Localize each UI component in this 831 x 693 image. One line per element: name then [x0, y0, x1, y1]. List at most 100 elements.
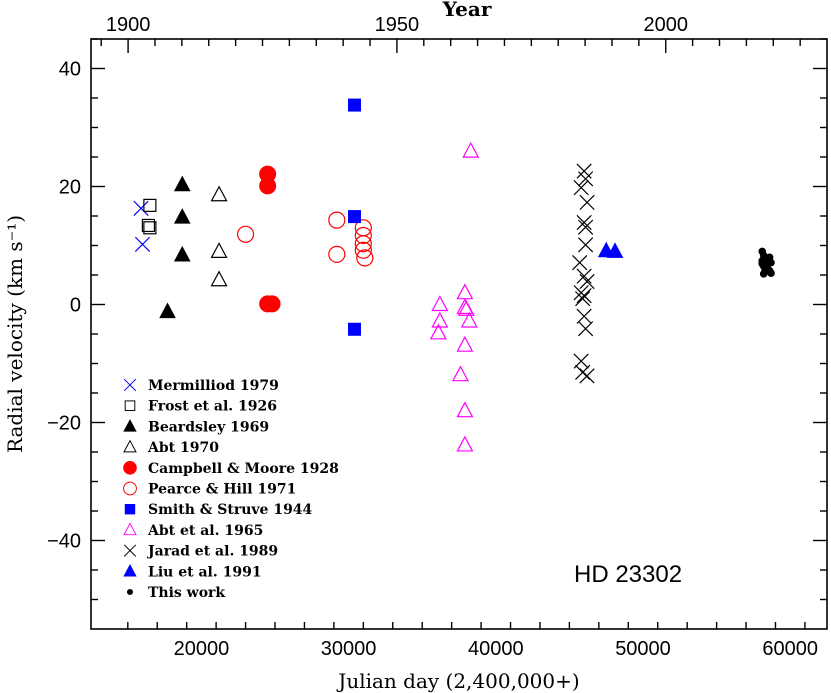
legend-label: Liu et al. 1991: [148, 564, 262, 580]
x-tick-label: 20000: [174, 638, 230, 660]
legend-marker: [123, 460, 137, 475]
data-point: [577, 219, 594, 235]
series-abt-1970: [210, 185, 228, 287]
top-tick-label: 2000: [643, 14, 688, 36]
legend-symbol: [123, 419, 137, 432]
legend-symbol: [123, 460, 137, 475]
y-tick-label: −40: [47, 531, 81, 553]
data-point: [328, 211, 346, 229]
legend-marker: [123, 419, 137, 432]
legend-label: Jarad et al. 1989: [146, 544, 278, 560]
data-point: [759, 270, 768, 278]
y-axis-title: Radial velocity (km s⁻¹): [3, 215, 27, 453]
data-point: [456, 401, 474, 418]
legend-symbol: [124, 504, 136, 515]
legend-symbol: [123, 544, 137, 557]
series-mermilliod-1979: [133, 200, 151, 252]
top-tick-label: 1950: [375, 14, 420, 36]
data-point: [210, 185, 228, 202]
data-point: [577, 237, 594, 253]
data-point: [133, 200, 149, 216]
data-point: [456, 435, 474, 452]
legend-marker: [123, 439, 137, 453]
data-point: [456, 335, 474, 352]
data-point: [210, 242, 228, 258]
x-tick-label: 30000: [321, 638, 377, 660]
legend-marker: [123, 522, 137, 536]
y-tick-label: −20: [47, 413, 81, 435]
legend-symbol: [123, 522, 137, 536]
legend-label: Beardsley 1969: [148, 419, 269, 435]
data-point: [236, 225, 255, 243]
axis-ticks: [91, 38, 827, 629]
data-point: [431, 295, 449, 312]
legend-symbol: [123, 378, 137, 392]
data-point: [579, 368, 595, 384]
legend-marker: [123, 544, 137, 557]
y-tick-label: 0: [70, 295, 81, 317]
legend-marker: [123, 378, 137, 392]
data-point: [456, 283, 474, 300]
data-point: [457, 299, 475, 316]
legend-marker: [124, 504, 136, 515]
legend-symbol: [123, 481, 137, 496]
series-this-work: [758, 247, 775, 278]
legend-symbol: [123, 564, 137, 577]
data-point: [579, 194, 595, 211]
data-point: [173, 245, 191, 262]
plot-frame: [90, 38, 828, 630]
data-point: [143, 221, 157, 235]
legend-marker: [123, 481, 137, 496]
data-point: [210, 270, 228, 287]
data-point: [347, 322, 361, 336]
x-tick-label: 60000: [762, 638, 818, 660]
legend-marker: [123, 564, 137, 577]
series-campbell-moore-1928: [259, 165, 281, 313]
legend-label: Smith & Struve 1944: [148, 502, 313, 518]
data-point: [354, 235, 372, 253]
data-point: [259, 177, 277, 195]
data-point: [576, 288, 592, 304]
plot-border: [90, 38, 828, 630]
data-point: [456, 298, 474, 315]
data-point: [354, 226, 372, 245]
legend-symbol: [126, 588, 134, 596]
x-tick-label: 50000: [615, 638, 671, 660]
legend-symbol: [124, 400, 136, 411]
data-point: [758, 257, 767, 265]
data-point: [429, 323, 447, 340]
legend-label: This work: [148, 585, 225, 601]
legend-label: Pearce & Hill 1971: [148, 482, 296, 498]
data-point: [576, 214, 592, 231]
star-name-annotation: HD 23302: [574, 561, 682, 588]
series-frost-et-al-1926: [141, 198, 157, 235]
data-point: [356, 249, 374, 267]
data-point: [606, 242, 624, 258]
legend-label: Mermilliod 1979: [148, 378, 279, 394]
legend-label: Abt et al. 1965: [147, 523, 263, 539]
y-tick-label: 40: [59, 59, 81, 81]
series-smith-struve-1944: [347, 98, 361, 336]
data-point: [431, 311, 449, 328]
data-point: [462, 141, 480, 158]
x-axis-title: Julian day (2,400,000+): [336, 669, 579, 693]
legend-label: Frost et al. 1926: [148, 399, 277, 415]
data-point: [572, 254, 588, 271]
data-point: [134, 236, 151, 252]
data-point: [143, 198, 157, 212]
series-jarad-et-al-1989: [572, 163, 595, 384]
x-tick-label: 40000: [468, 638, 524, 660]
data-points: [133, 98, 775, 452]
data-point: [263, 295, 281, 313]
data-point: [159, 302, 176, 319]
data-point: [576, 308, 592, 324]
legend-symbol: [123, 439, 137, 453]
data-point: [575, 290, 591, 307]
series-liu-et-al-1991: [597, 241, 624, 258]
data-point: [460, 311, 478, 328]
data-point: [173, 175, 191, 192]
legend-marker: [126, 588, 134, 596]
